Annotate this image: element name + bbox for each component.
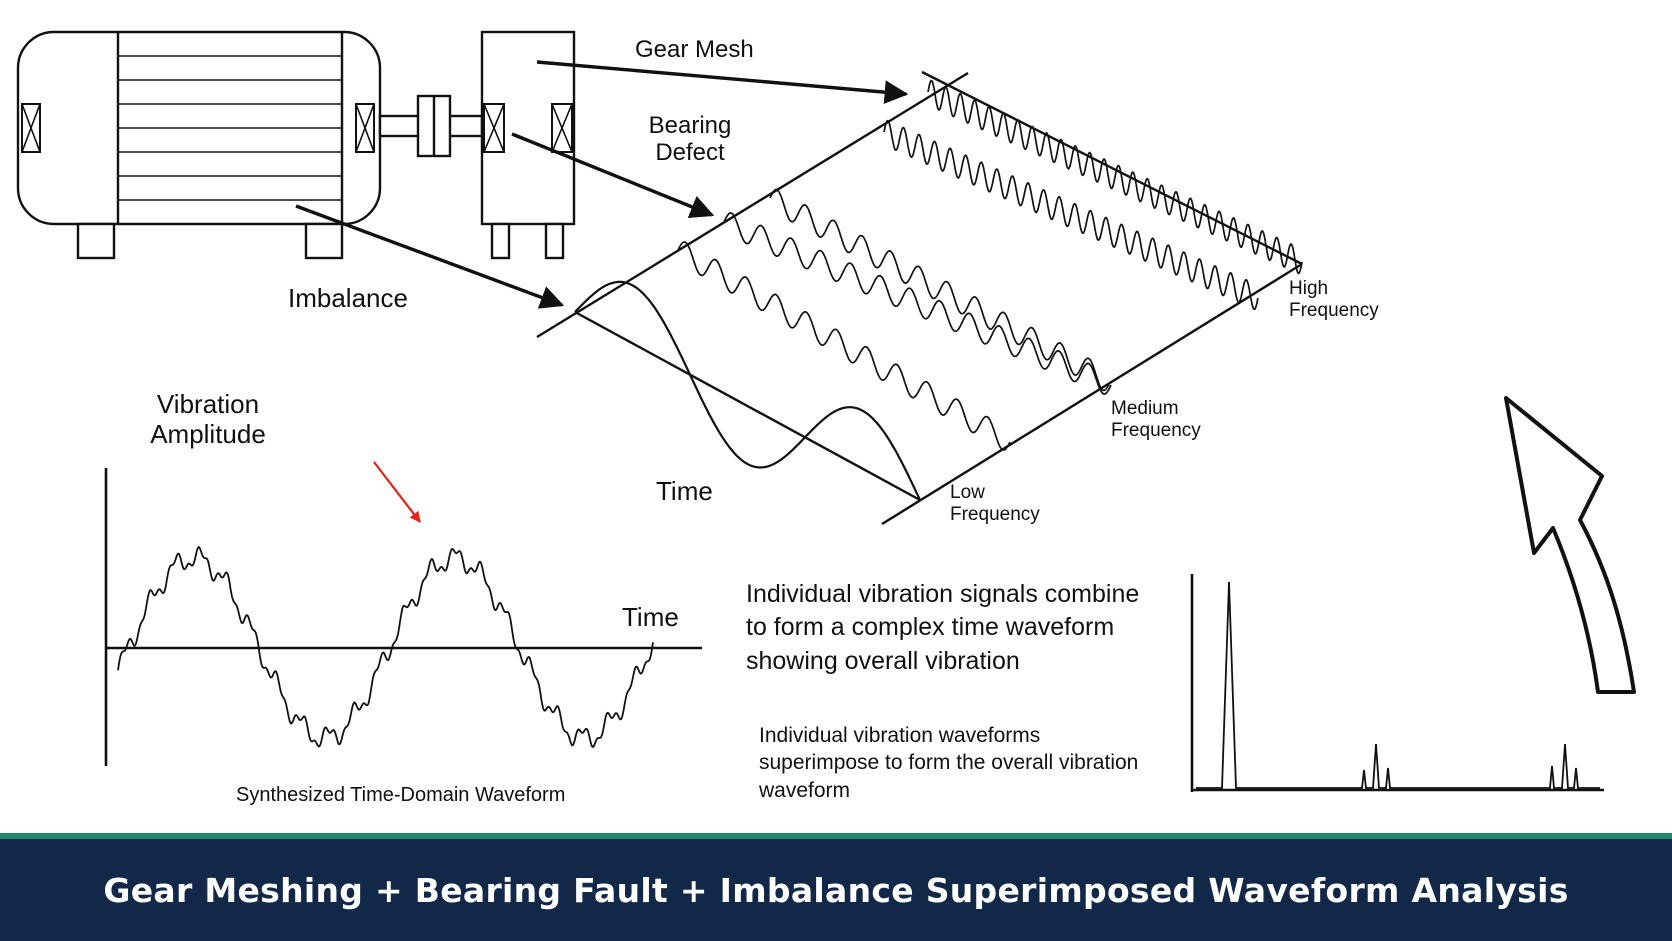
bearing-trace-2 [723, 212, 1112, 395]
bearing-defect-arrow [511, 132, 715, 218]
gearbox-icon [480, 30, 576, 260]
bearing-trace-3 [769, 188, 1111, 392]
vibration-amplitude-label: Vibration Amplitude [150, 389, 266, 449]
peak-highlight-arrow [373, 461, 421, 523]
low-frequency-label: Low Frequency [950, 482, 1040, 525]
time-axis-label: Time [622, 602, 679, 632]
shaft-coupling [378, 94, 484, 158]
curved-arrow-icon [1504, 396, 1636, 694]
gear-mesh-label: Gear Mesh [635, 36, 754, 63]
imbalance-arrow [295, 204, 565, 309]
spectrum-axes [1190, 574, 1604, 792]
title-banner: Gear Meshing + Bearing Fault + Imbalance… [0, 833, 1672, 941]
waveform-caption: Synthesized Time-Domain Waveform [236, 784, 566, 806]
imbalance-label: Imbalance [288, 283, 408, 313]
gear-mesh-arrow [536, 60, 909, 105]
medium-frequency-label: Medium Frequency [1111, 398, 1201, 441]
bearing-defect-label: Bearing Defect [648, 112, 732, 167]
waveform-axes [104, 468, 702, 766]
waterfall-traces [574, 79, 1303, 501]
high-frequency-label: High Frequency [1289, 278, 1379, 321]
synthesized-waveform [117, 545, 654, 749]
gear-mesh-trace-1 [883, 119, 1259, 311]
callout-main: Individual vibration signals combine to … [746, 580, 1140, 675]
spectrum-trace [1196, 581, 1600, 789]
banner-title: Gear Meshing + Bearing Fault + Imbalance… [103, 870, 1569, 910]
source-arrows [295, 60, 909, 309]
bearing-trace-1 [677, 241, 1011, 451]
callout-sub: Individual vibration waveforms superimpo… [759, 724, 1139, 802]
motor-icon [16, 30, 382, 260]
low-frequency-trace [574, 280, 921, 501]
time-3d-label: Time [656, 476, 713, 506]
gear-mesh-trace-2 [927, 79, 1303, 275]
waterfall-frame [536, 70, 1303, 526]
